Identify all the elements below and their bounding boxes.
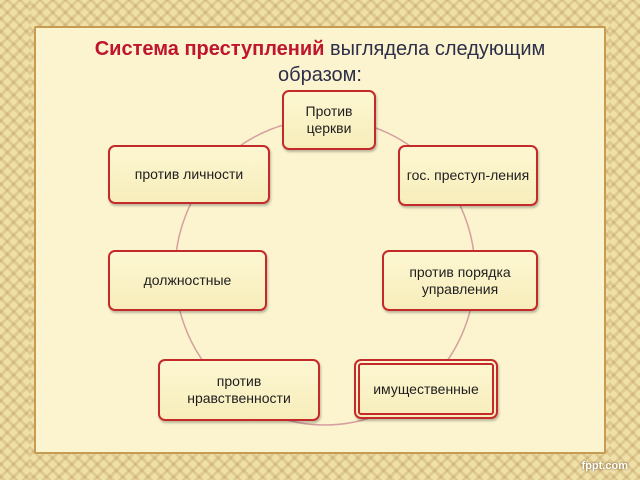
node-state-crimes: гос. преступ-ления <box>398 145 538 206</box>
node-label: против личности <box>134 166 244 182</box>
node-against-person: против личности <box>108 145 270 204</box>
node-label: против нравственности <box>187 373 291 406</box>
title-rest: выглядела следующим образом: <box>278 38 546 86</box>
node-against-morality: против нравственности <box>158 359 320 421</box>
node-label: должностные <box>143 272 232 288</box>
node-official-crimes: должностные <box>108 250 267 311</box>
node-label: Против церкви <box>305 103 353 136</box>
title-accent: Система преступлений <box>94 38 325 60</box>
node-label: против порядка управления <box>409 263 511 297</box>
slide-title: Система преступлений выглядела следующим… <box>60 36 580 88</box>
node-label: гос. преступ-ления <box>406 167 530 183</box>
footer-watermark: fppt.com <box>581 460 628 472</box>
node-label: имущественные <box>373 380 479 397</box>
node-property-crimes: имущественные <box>354 359 498 419</box>
node-against-church: Против церкви <box>282 90 376 150</box>
node-against-order-of-administration: против порядка управления <box>382 250 538 311</box>
